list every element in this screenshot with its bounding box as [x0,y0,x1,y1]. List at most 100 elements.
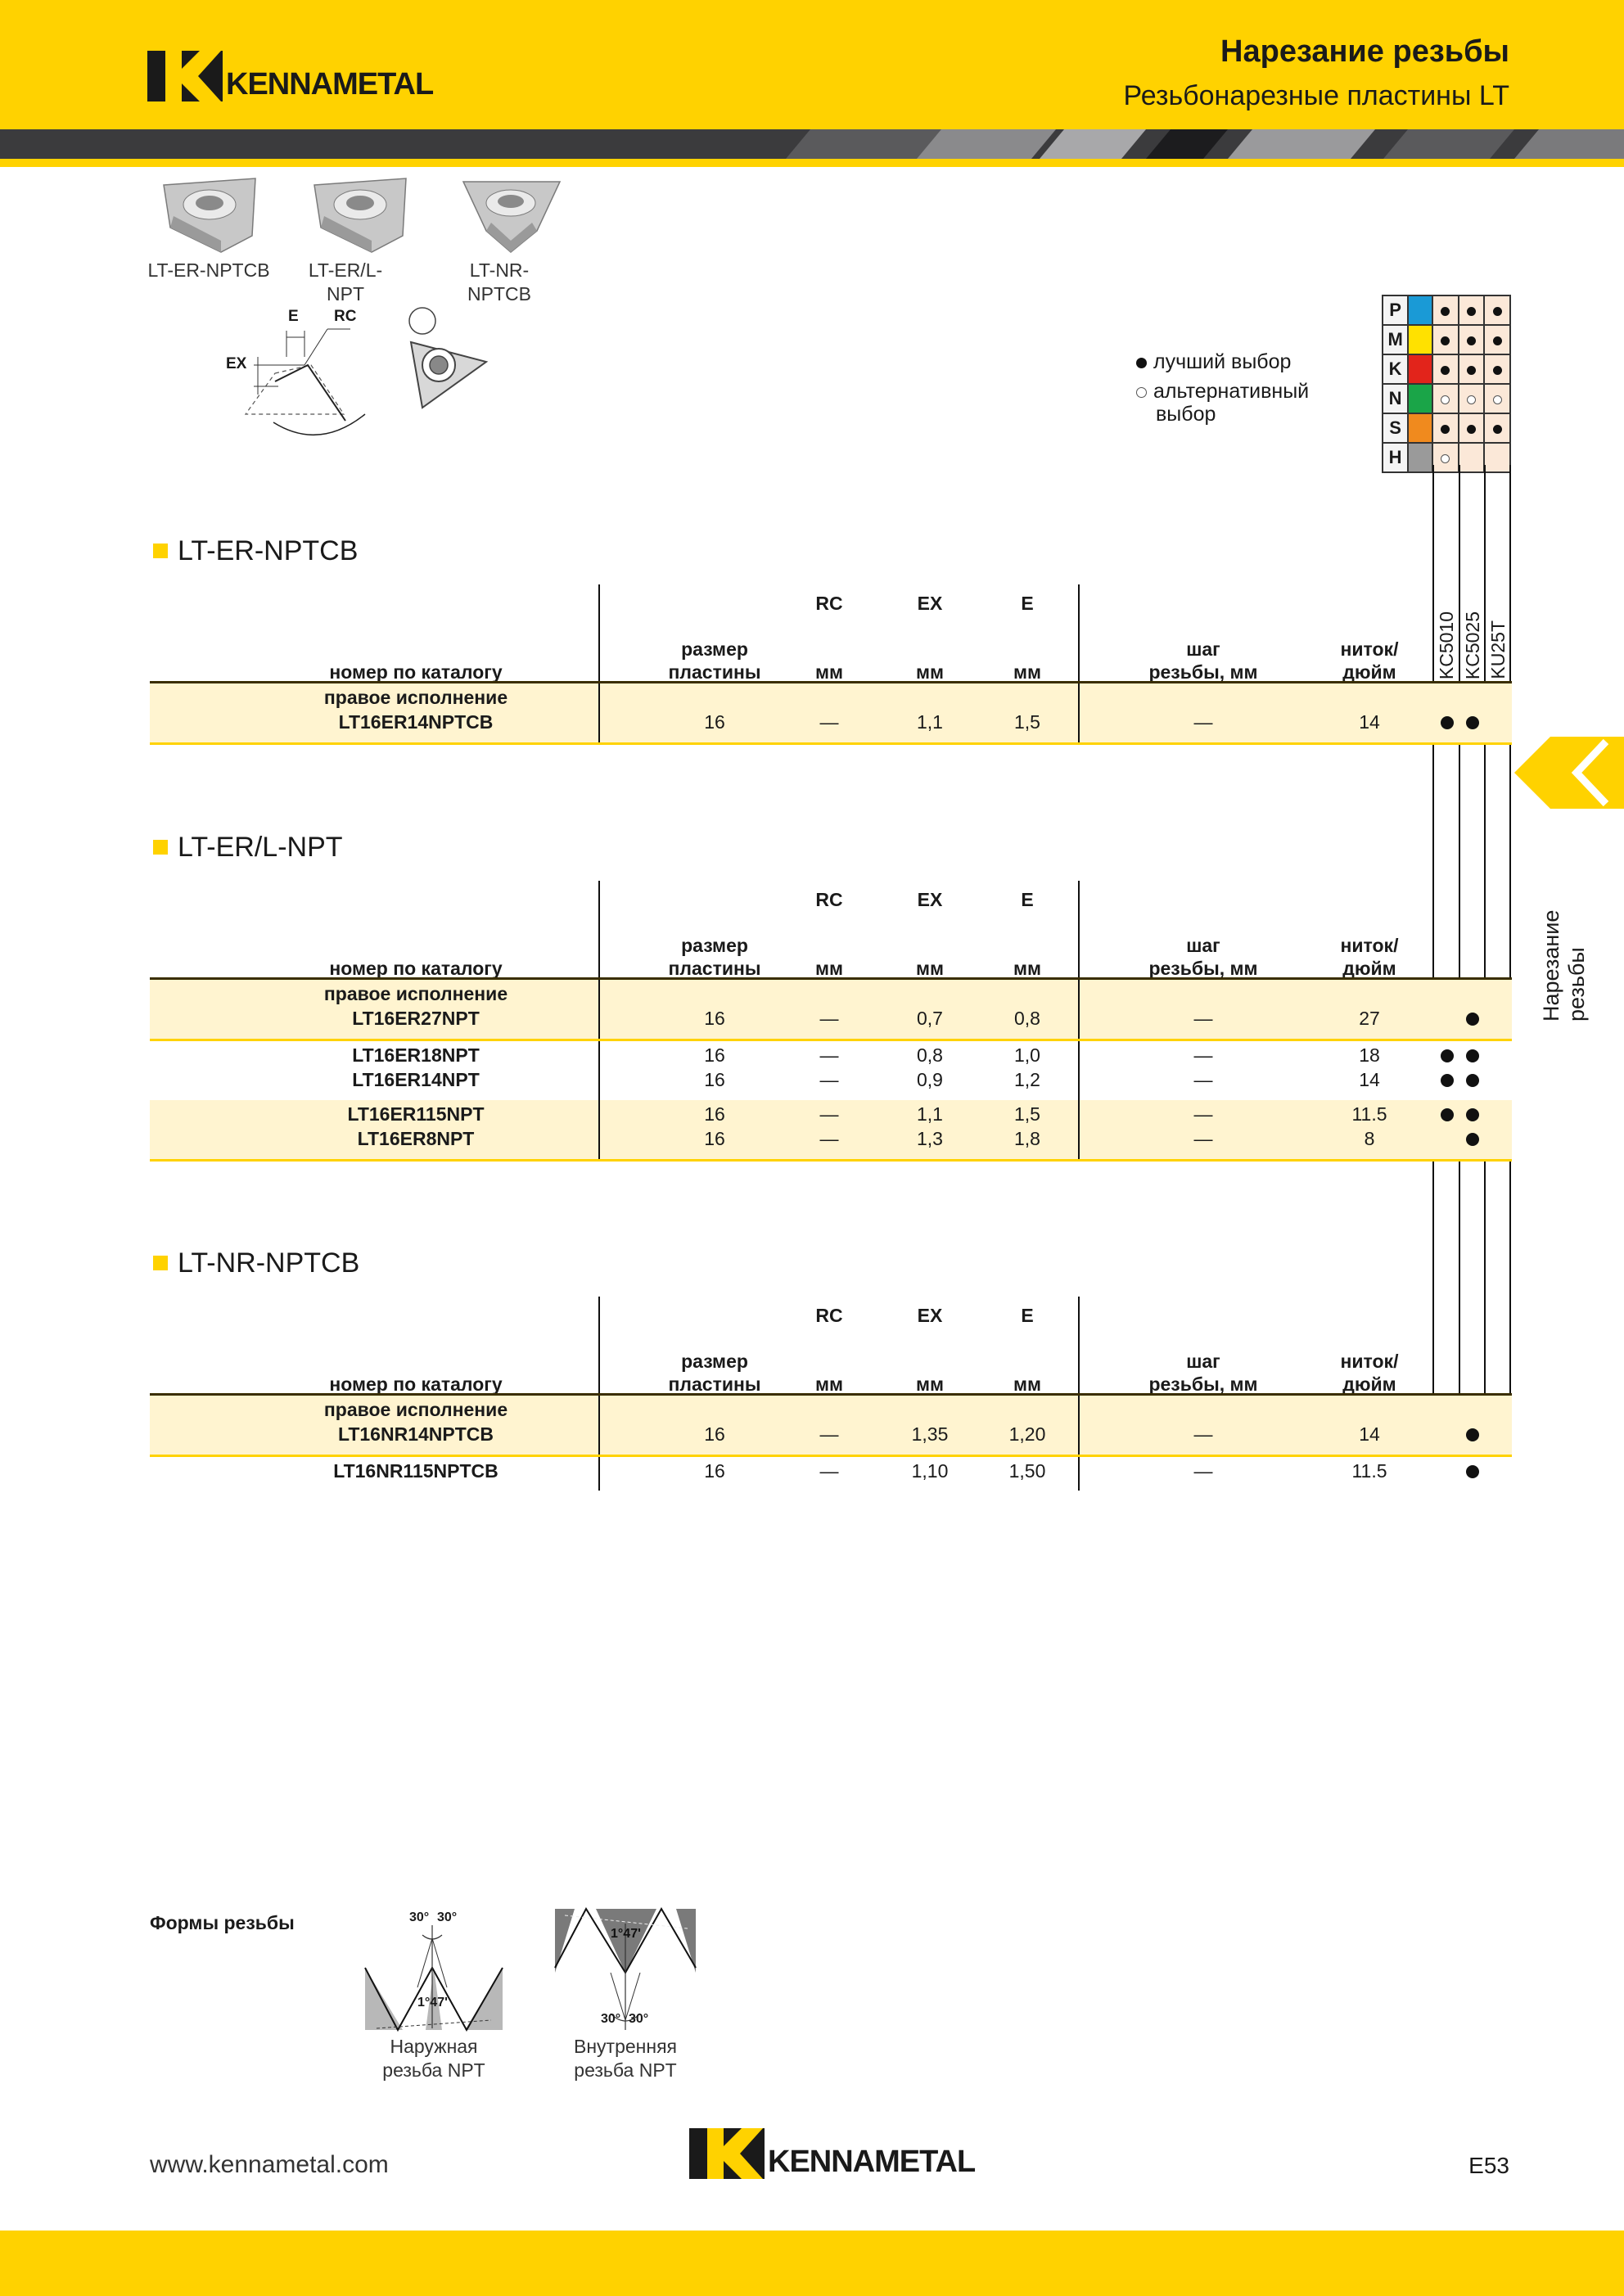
material-grade-cell [1432,324,1459,355]
cell-size: 16 [704,1460,725,1482]
cell-size: 16 [704,1128,725,1149]
cell-size: 16 [704,711,725,733]
column-header: номер по каталогу [329,958,503,979]
column-header: мм [915,958,945,979]
page-number: E53 [1468,2153,1509,2178]
best-dot-icon [1492,307,1502,316]
best-dot-icon [1492,336,1502,345]
best-dot-icon [1466,1074,1479,1087]
column-header: мм [915,1374,945,1395]
grade-header-kc5025: KC5025 [1462,611,1483,679]
column-header: пластины [668,661,761,683]
int-angle-left: 30° [601,2012,621,2026]
column-header: размер [681,638,748,660]
cell-id: LT16ER27NPT [352,1008,480,1029]
insert-label-3: LT-NR- NPTCB [467,259,531,304]
alt-circle-icon [1467,395,1477,404]
cell-pitch: — [1193,1128,1213,1149]
header-logo[interactable]: KENNAMETAL [147,51,434,106]
internal-thread-figure: 1°47' 30° 30° [553,1906,697,2040]
best-dot-icon [1441,425,1450,434]
cell-size: 16 [704,1103,725,1125]
column-header: шаг [1186,1351,1220,1372]
best-dot-icon [1441,307,1450,316]
material-row: P [1381,295,1511,326]
insert-top-view [398,306,493,413]
material-row: K [1381,354,1511,385]
cell-pitch: — [1193,1069,1213,1090]
best-dot-icon [1492,425,1502,434]
right-hand-label: правое исполнение [323,1399,508,1420]
diagram-rc-label: RC [334,308,357,325]
cell-id: LT16ER14NPT [352,1069,480,1090]
diagram-ex-label: EX [226,355,247,372]
table-row[interactable]: LT16ER14NPT 16 — 0,9 1,2 — 14 [150,1069,1512,1094]
material-color-swatch [1407,383,1434,414]
column-header: EX [917,889,943,910]
column-header: резьбы, мм [1148,958,1258,979]
cell-ex: 0,7 [917,1008,943,1029]
material-color-swatch [1407,295,1434,326]
grade-lines [1432,465,1511,1482]
cell-e: 1,2 [1014,1069,1040,1090]
cell-ex: 1,1 [917,1103,943,1125]
material-grade-cell [1432,413,1459,444]
column-header: E [1021,889,1034,910]
int-angle-right: 30° [629,2012,649,2026]
header-divider [1078,584,1080,681]
header-divider [598,1297,600,1393]
ext-taper-label: 1°47' [417,1996,448,2010]
cell-tpi: 14 [1359,711,1380,733]
right-hand-label: правое исполнение [323,983,508,1004]
kennametal-logo-icon [147,51,223,101]
best-dot-icon [1466,1133,1479,1146]
material-row: H [1381,442,1511,473]
cell-size: 16 [704,1069,725,1090]
cell-rc: — [819,1460,839,1482]
side-tab[interactable] [1514,737,1624,809]
row-rule [150,1159,1512,1162]
column-header: резьбы, мм [1148,1374,1258,1395]
cell-tpi: 14 [1359,1423,1380,1445]
best-dot-icon [1466,716,1479,729]
column-header: пластины [668,958,761,979]
cell-pitch: — [1193,1423,1213,1445]
cell-ex: 1,3 [917,1128,943,1149]
legend-best: лучший выбор [1136,350,1309,373]
material-grade-cell [1457,295,1486,326]
material-code: H [1381,442,1410,473]
cell-rc: — [819,1069,839,1090]
column-header: мм [915,661,945,683]
cell-e: 1,5 [1014,711,1040,733]
column-header: номер по каталогу [329,661,503,683]
footer-url[interactable]: www.kennametal.com [150,2151,389,2178]
best-dot-icon [1441,716,1454,729]
cell-rc: — [819,1128,839,1149]
footer-logo[interactable]: KENNAMETAL [689,2128,976,2183]
cell-ex: 0,9 [917,1069,943,1090]
footer-kennametal-logo-icon [689,2128,765,2179]
cell-tpi: 14 [1359,1069,1380,1090]
logo-wordmark: KENNAMETAL [226,67,434,101]
dimension-diagram: E RC EX [221,308,377,447]
cell-ex: 1,1 [917,711,943,733]
thread-profile-diagram [244,328,366,436]
header-divider [1078,881,1080,977]
material-color-swatch [1407,413,1434,444]
column-header: резьбы, мм [1148,661,1258,683]
header-rule [150,1393,1512,1396]
column-header: EX [917,1305,943,1326]
row-rule [150,1455,1512,1457]
column-header: RC [815,1305,843,1326]
diagram-e-label: E [288,308,299,325]
best-dot-icon [1467,307,1477,316]
material-code: M [1381,324,1410,355]
